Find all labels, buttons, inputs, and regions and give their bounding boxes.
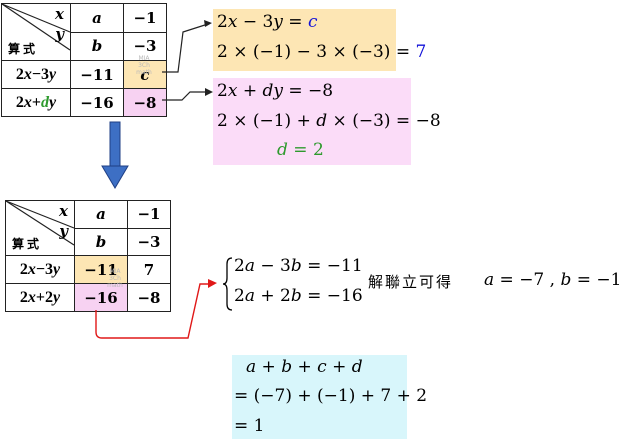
header-expression-label: 算式 (12, 237, 43, 251)
connector-arrows-top (162, 20, 213, 101)
row1-value-1: −11 (70, 60, 124, 89)
row2-value-1: −16 (70, 88, 124, 117)
x-value-1: a (74, 200, 128, 229)
row2-value-1: −16 (74, 283, 128, 312)
box-c-value: 7 (415, 42, 427, 62)
watermark-line: math (107, 282, 123, 289)
solve-result: a = −7 , b = −1 (484, 270, 621, 290)
row1-value-1: −11 (74, 255, 128, 284)
header-x-label: x (59, 202, 68, 220)
box-compute-c: 2x − 3y = c 2 × (−1) − 3 × (−3) = 7 (213, 9, 426, 71)
watermark-top: MIA 3Ch math (126, 55, 162, 76)
watermark-line: 3Ch (109, 275, 121, 282)
value-c: c (140, 65, 150, 84)
box-c-var: c (307, 12, 318, 32)
row2-expression: 2x+dy (1, 88, 71, 117)
diagonal-lines (1, 3, 71, 51)
header-y-label: y (59, 222, 68, 240)
row2-value-2: −8 (123, 88, 167, 117)
red-connector-arrow (95, 279, 217, 339)
box-d-line2: 2 × (−1) + d × (−3) = −8 (217, 111, 441, 131)
x-value-1: a (70, 3, 124, 33)
sum-line3: = 1 (234, 416, 265, 436)
x-value-2: −1 (127, 200, 171, 229)
box-d-line3: d = 2 (277, 140, 324, 160)
sum-line2: = (−7) + (−1) + 7 + 2 (234, 386, 428, 406)
y-value-2: −3 (127, 227, 171, 256)
watermark-bottom: MIA 3Ch math (98, 268, 132, 289)
header-expression-label: 算式 (8, 42, 39, 56)
system-eq1: 2a − 3b = −11 (234, 256, 363, 276)
y-value-2: −3 (123, 31, 167, 61)
x-value-2: −1 (123, 3, 167, 33)
box-compute-d: 2x + dy = −8 2 × (−1) + d × (−3) = −8 d … (213, 78, 441, 165)
box-d-line1: 2x + dy = −8 (217, 81, 334, 101)
table-bottom-header-diagonal: x y 算式 (5, 200, 75, 256)
row2-expression: 2x+2y (5, 283, 75, 312)
y-value-1: b (70, 31, 124, 61)
down-arrow-icon (101, 121, 129, 189)
box-sum: a + b + c + d = (−7) + (−1) + 7 + 2 = 1 (232, 355, 427, 439)
sum-line1: a + b + c + d (246, 357, 363, 377)
table-top: x y 算式 a −1 b −3 2x−3y −11 c 2x+dy −16 −… (1, 3, 167, 117)
box-c-line2-lhs: 2 × (−1) − 3 × (−3) = (217, 42, 416, 62)
table-top-header-diagonal: x y 算式 (1, 3, 71, 61)
diagonal-lines (5, 200, 75, 246)
solve-text: 解聯立可得 (368, 273, 454, 291)
box-c-line1: 2x − 3y = c (217, 12, 318, 32)
row1-expression: 2x−3y (1, 60, 71, 89)
box-c-line2: 2 × (−1) − 3 × (−3) = 7 (217, 42, 426, 62)
watermark-line: 3Ch (138, 62, 150, 69)
row1-expression: 2x−3y (5, 255, 75, 284)
row2-value-2: −8 (127, 283, 171, 312)
box-c-line1-lhs: 2x − 3y = (217, 12, 308, 32)
header-x-label: x (55, 5, 64, 23)
y-value-1: b (74, 227, 128, 256)
watermark-line: MIA (109, 268, 121, 275)
watermark-line: MIA (138, 55, 150, 62)
row1-value-c: c (123, 60, 167, 89)
header-y-label: y (55, 25, 64, 43)
system-eq2: 2a + 2b = −16 (234, 286, 363, 306)
table-bottom: x y 算式 a −1 b −3 2x−3y −11 7 2x+2y −16 −… (5, 200, 171, 312)
left-brace-icon (222, 257, 233, 311)
watermark-line: math (136, 69, 152, 76)
